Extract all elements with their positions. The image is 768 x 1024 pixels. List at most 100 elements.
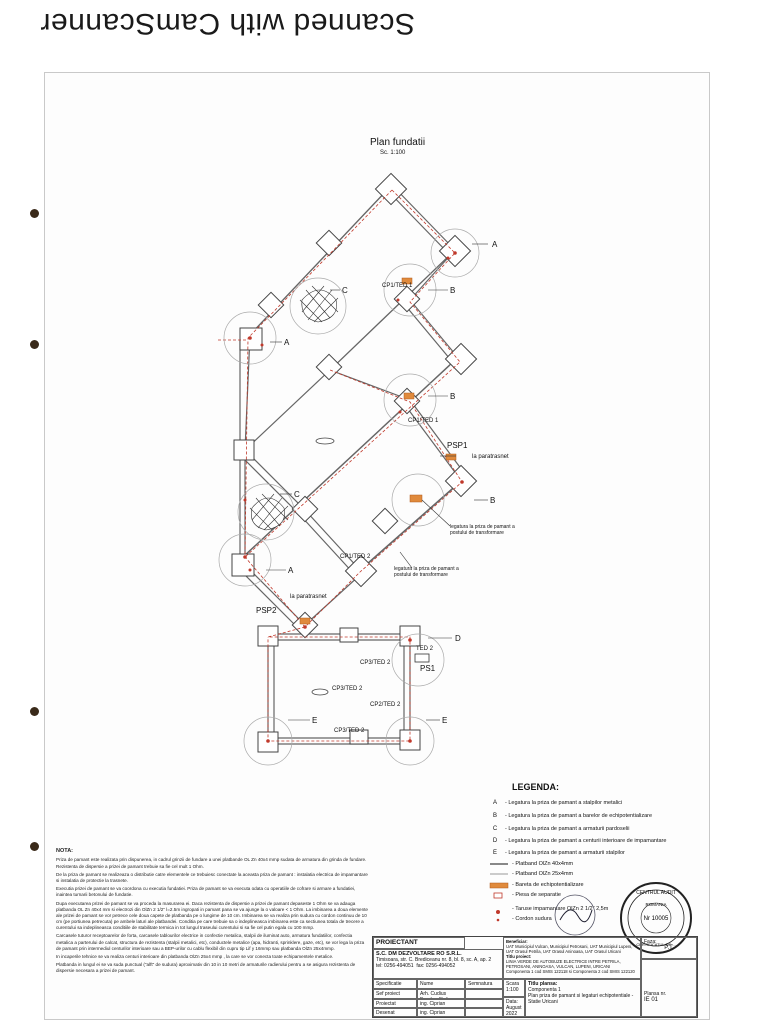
titlu-plansa-cell: Titlu plansa: Componenta 1 Plan priza de… [525, 979, 641, 1017]
cp-ted-label: CP3/TED 2 [334, 728, 365, 734]
note-paragraph: In incaperile tehnice se va realiza cent… [56, 954, 334, 960]
company-name: S.C. DM DEZVOLTARE RO S.R.L. [376, 951, 462, 957]
stamp-bottom-text: CERTIFICATUL DE ... [636, 942, 675, 947]
cp-ted-label: CP3/TED 2 [360, 660, 391, 666]
note-paragraph: Priza de pamant este realizata prin disp… [56, 857, 367, 869]
plan-title: Plan fundatii [370, 137, 426, 148]
psp1-label: PSP1 [447, 441, 468, 450]
label-b: B [450, 392, 456, 401]
row-name: Arh. Cudius Bogdan Stefan [417, 989, 465, 999]
legend-symbol-row: - Bareta de echipotentializare [512, 882, 584, 888]
legend-text: - Legatura la priza de pamant a armaturi… [505, 850, 625, 856]
paratrasnet-label: la paratrasnet [472, 454, 509, 460]
nume-header: Nume [417, 979, 465, 989]
note-paragraph: Executia prizei de pamant se va coordona… [56, 886, 356, 898]
legend-text: - Legatura la priza de pamant a barelor … [505, 813, 653, 819]
label-c: C [294, 490, 300, 499]
scara-value: 1:100 [506, 987, 519, 993]
company-block: S.C. DM DEZVOLTARE RO S.R.L. Timisoara, … [373, 949, 503, 979]
row-signature [465, 999, 503, 1008]
legend-symbol-row: - Taruse impamantare OlZn 2 1/2" 2,5m [512, 906, 608, 912]
ted2-label: TED 2 [416, 646, 434, 652]
plan-scale: Sc. 1:100 [380, 150, 406, 156]
plansa-label: Plansa nr. [644, 991, 667, 997]
titlu-proiect-text: LINIA VERDE DE AUTOBUZE ELECTRICE INTRE … [506, 959, 621, 969]
legend-key: A [492, 800, 497, 806]
legend-text: - Legatura la priza de pamant a armaturi… [505, 826, 630, 832]
notes-block: NOTA: Priza de pamant este realizata pri… [56, 848, 368, 977]
titlu-plansa-value: Componenta 1 [528, 987, 561, 993]
label-b: B [450, 286, 456, 295]
legend-key: D [492, 838, 498, 844]
trafo-link-label: legatura la priza de pamant a postului d… [450, 524, 515, 536]
row-signature [465, 1008, 503, 1017]
psp2-label: PSP2 [256, 606, 277, 615]
trafo-link-label: legatura la priza de pamant a postului d… [394, 566, 459, 578]
row-role: Desenat [373, 1008, 417, 1017]
legend-key: C [492, 826, 498, 832]
legend-text: - Legatura la priza de pamant a centurii… [505, 838, 667, 844]
componenta-text: Componenta 1 cod SMIS 122118 si Componen… [506, 969, 635, 974]
data-cell: Data: August 2022 [503, 997, 525, 1017]
stamp-top-text: CENTRUL AUDIT [636, 890, 676, 896]
note-paragraph: Carcasele tuturor receptoarelor de forta… [56, 933, 365, 951]
note-paragraph: Dupa executarea prizei de pamant se va p… [56, 900, 368, 931]
titlu-plansa-label: Titlu plansa: [528, 981, 558, 987]
label-a: A [288, 566, 294, 575]
legend-symbol-row: - Platband OlZn 25x4mm [512, 871, 573, 877]
data-value: August 2022 [506, 1005, 522, 1017]
legend-item: C - Legatura la priza de pamant a armatu… [490, 826, 630, 832]
certification-stamp: CENTRUL AUDIT ROMANIA Nr 10005 CERTIFICA… [620, 882, 692, 954]
legend-title: LEGENDA: [512, 782, 559, 792]
label-b: B [490, 496, 496, 505]
legend-symbol-row: - Cordon sudura [512, 916, 552, 922]
cp-ted-label: CP2/TED 2 [370, 702, 401, 708]
row-name: ing. Ciprian Frasemiuc [417, 1008, 465, 1017]
titlu-proiect-label: Titlu proiect: [506, 954, 532, 959]
legend-symbol-row: - Platband OlZn 40x4mm [512, 861, 573, 867]
legend-item: A - Legatura la priza de pamant a stalpi… [490, 800, 622, 806]
punch-hole [30, 707, 39, 716]
faza-cell: Faza: P.T. [641, 937, 697, 959]
cp-ted-label: CP1/TED 1 [382, 283, 413, 289]
company-address: Timisoara, str. C. Brediceanu nr. 8, bl.… [376, 957, 492, 963]
legend-item: D - Legatura la priza de pamant a centur… [490, 838, 667, 844]
punch-hole [30, 209, 39, 218]
legend-item: E - Legatura la priza de pamant a armatu… [490, 850, 625, 856]
semnatura-header: Semnatura [465, 979, 503, 989]
plansa-cell: Plansa nr. IE 01 [641, 959, 697, 1017]
legend-item: B - Legatura la priza de pamant a barelo… [490, 813, 652, 819]
beneficiar-block: Beneficiar: UAT Municipiul Vulcan, Munic… [503, 937, 641, 979]
label-c: C [342, 286, 348, 295]
proiectant-label: PROIECTANT [373, 937, 465, 949]
label-a: A [492, 240, 498, 249]
legend-text: - Platband OlZn 40x4mm [512, 861, 574, 867]
cp-ted-label: CP3/TED 2 [332, 686, 363, 692]
legend-symbol-row: - Piesa de separatie [512, 892, 561, 898]
label-d: D [455, 634, 461, 643]
legend-text: - Piesa de separatie [512, 892, 561, 898]
row-name: ing. Ciprian Frasemiuc [417, 999, 465, 1008]
note-paragraph: De la priza de pamant se realizeaza o di… [56, 871, 368, 883]
legend-key: E [492, 850, 497, 856]
row-role: Proiectat [373, 999, 417, 1008]
ps1-label: PS1 [420, 664, 436, 673]
data-label: Data: [506, 999, 518, 1005]
punch-hole [30, 842, 39, 851]
label-e: E [312, 716, 318, 725]
note-paragraph: Platbanda in lungul ei se va suda punctu… [56, 962, 356, 974]
legend-text: - Taruse impamantare OlZn 2 1/2" 2,5m [512, 906, 609, 912]
paratrasnet-label: la paratrasnet [290, 594, 327, 600]
legend-text: - Platband OlZn 25x4mm [512, 871, 574, 877]
title-block: PROIECTANT S.C. DM DEZVOLTARE RO S.R.L. … [372, 936, 698, 1018]
titlu-plansa-sub: Plan priza de pamant si legaturi echipot… [528, 993, 634, 1005]
cp-ted-label: CP1/TED 2 [340, 554, 371, 560]
signature-circle [554, 894, 596, 936]
punch-hole [30, 340, 39, 349]
legend-text: - Bareta de echipotentializare [512, 882, 584, 888]
specificatie-header: Specificatie [373, 979, 417, 989]
beneficiar-label: Beneficiar: [506, 939, 528, 944]
notes-title: NOTA: [56, 848, 74, 854]
row-signature [465, 989, 503, 999]
